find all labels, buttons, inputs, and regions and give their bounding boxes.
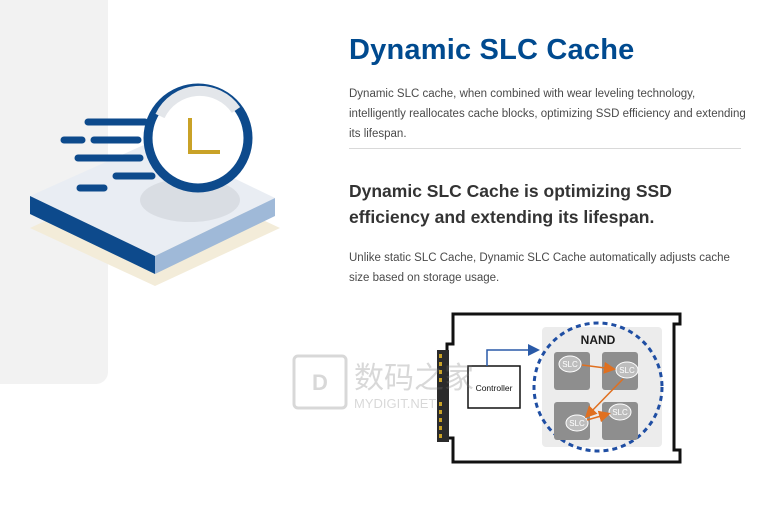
sata-connector-icon — [437, 350, 449, 442]
slab-right-face — [155, 198, 275, 274]
intro-paragraph: Dynamic SLC cache, when combined with we… — [349, 88, 746, 140]
slc-label-1: SLC — [562, 360, 578, 369]
slc-badge-1 — [558, 355, 582, 373]
watermark-cn-text: 数码之家 — [354, 362, 474, 395]
slab-left-face — [30, 196, 155, 274]
nand-label: NAND — [581, 333, 616, 347]
slc-badge-3 — [565, 414, 589, 432]
controller-to-nand-arrow — [486, 344, 540, 366]
slc-badge-2 — [615, 361, 639, 379]
slc-label-4: SLC — [612, 408, 628, 417]
watermark-logo: D 数码之家 MYDIGIT.NET — [292, 354, 474, 411]
slc-label-3: SLC — [569, 419, 585, 428]
slc-move-arrow-1 — [581, 361, 616, 374]
clock-inner-shade — [155, 85, 241, 119]
body-paragraph: Unlike static SLC Cache, Dynamic SLC Cac… — [349, 252, 730, 284]
clock-hands-icon — [188, 118, 220, 154]
svg-text:D: D — [312, 370, 328, 395]
speed-lines-icon — [60, 118, 156, 192]
stopwatch-cache-illustration — [30, 83, 280, 286]
slc-cache-diagram: Controller NAND SLC SLC SLC SLC D 数码之家 M… — [292, 312, 682, 464]
slc-move-arrow-2 — [584, 378, 624, 419]
page-title: Dynamic SLC Cache — [349, 34, 635, 66]
section-subtitle: Dynamic SLC Cache is optimizing SSD effi… — [349, 181, 672, 227]
controller-label: Controller — [476, 383, 513, 393]
section-divider — [349, 148, 741, 149]
slc-label-2: SLC — [619, 366, 635, 375]
watermark-en-text: MYDIGIT.NET — [354, 396, 436, 411]
slc-move-arrow-3 — [586, 410, 611, 423]
nand-dashed-boundary — [532, 321, 664, 453]
controller-chip — [467, 365, 521, 409]
